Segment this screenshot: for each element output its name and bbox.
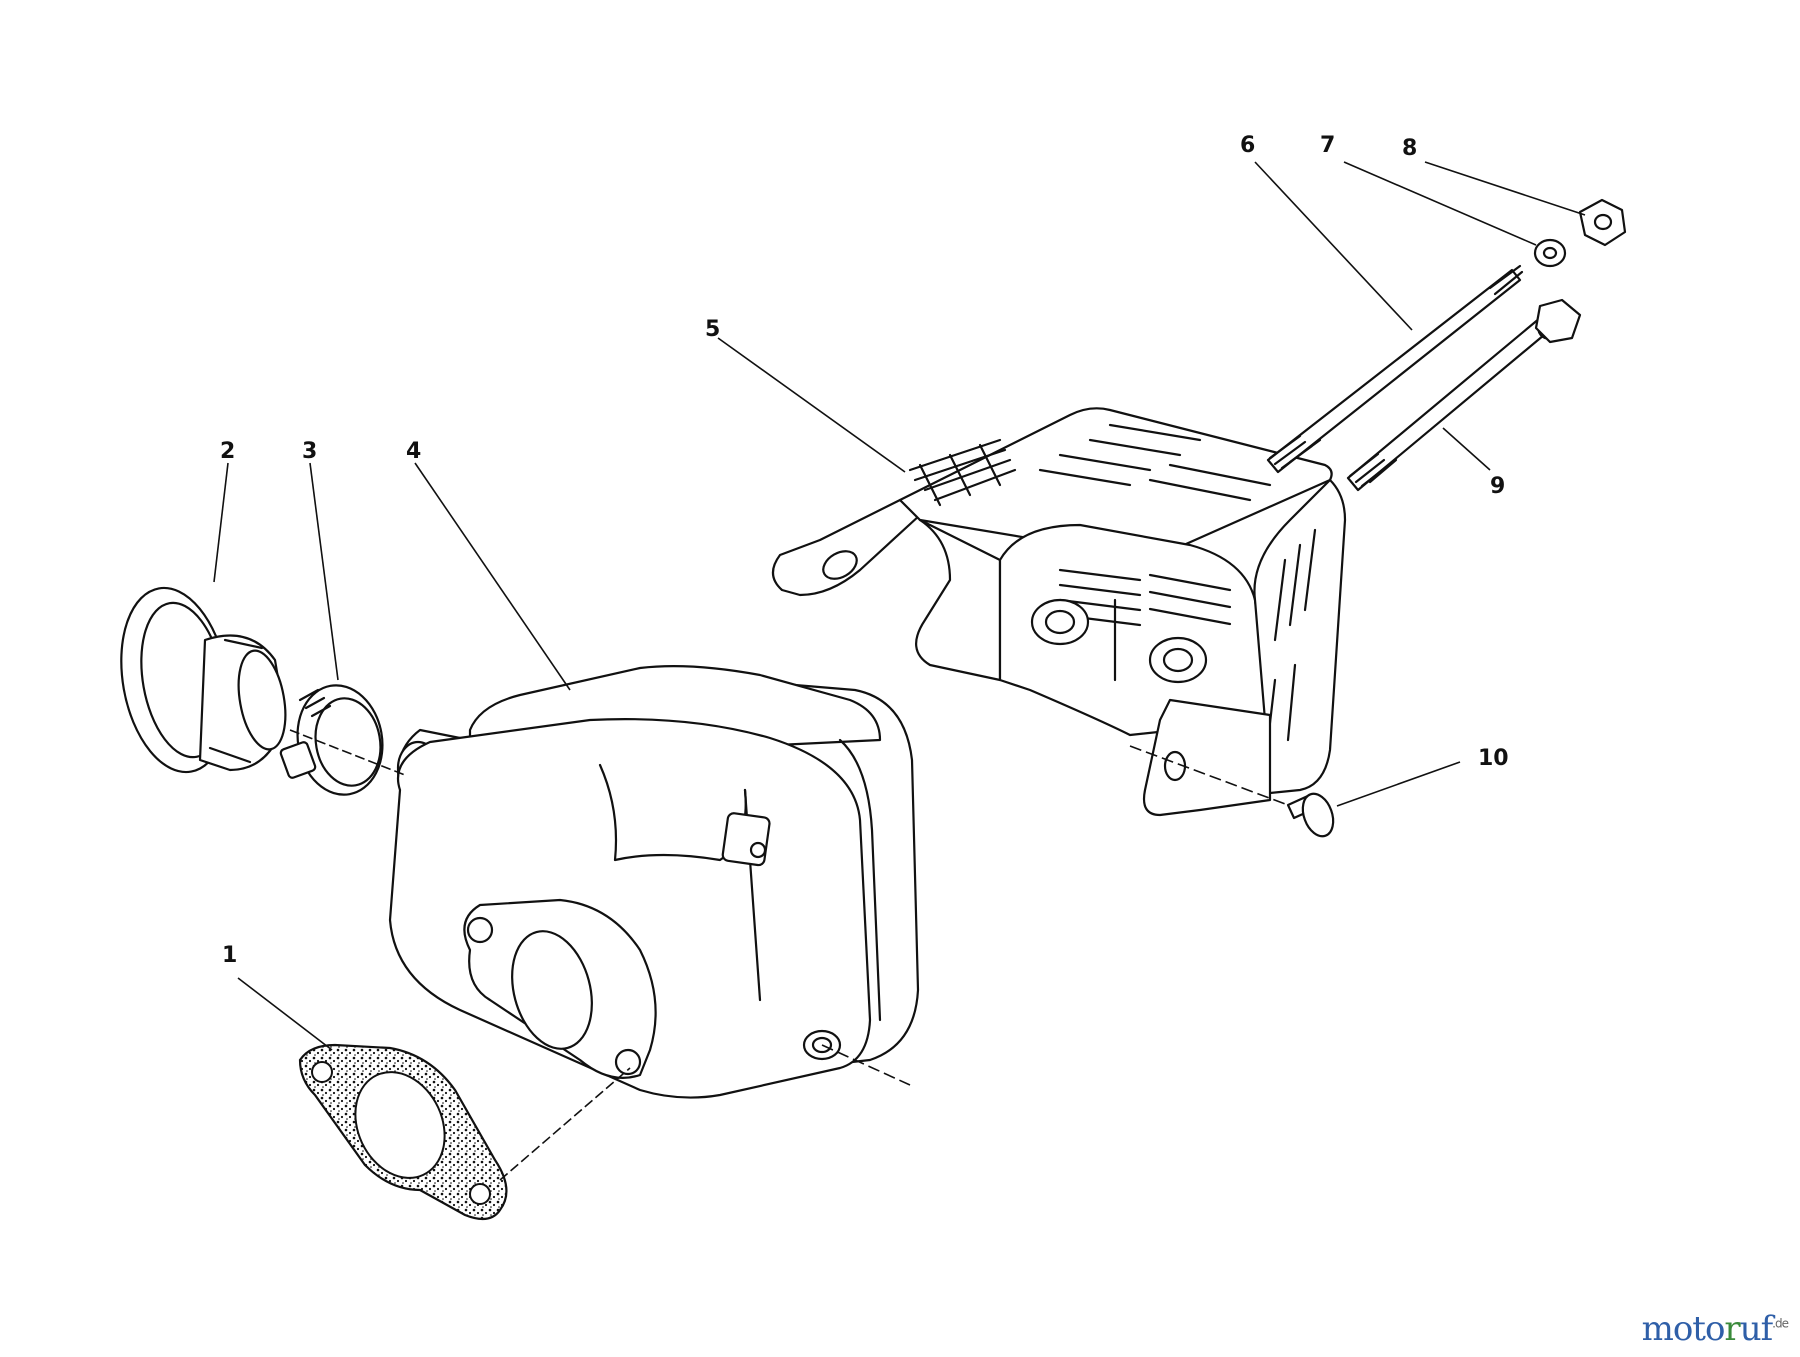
callout-4: 4 bbox=[406, 439, 421, 464]
callout-9: 9 bbox=[1490, 474, 1505, 499]
callout-8: 8 bbox=[1402, 136, 1417, 161]
callout-1: 1 bbox=[222, 943, 237, 968]
callout-10: 10 bbox=[1478, 746, 1509, 771]
muffler bbox=[388, 665, 920, 1099]
callout-5: 5 bbox=[705, 317, 720, 342]
gasket bbox=[298, 1043, 508, 1221]
watermark-logo: motoruf.de bbox=[1641, 1309, 1789, 1349]
callout-7: 7 bbox=[1320, 133, 1335, 158]
callouts: 1 2 3 4 5 6 7 8 9 10 bbox=[220, 133, 1509, 968]
callout-3: 3 bbox=[302, 439, 317, 464]
hose-clamp bbox=[279, 684, 384, 796]
watermark-suffix: .de bbox=[1772, 1316, 1789, 1331]
lock-washer bbox=[1533, 238, 1567, 268]
screw bbox=[1286, 792, 1335, 838]
callout-6: 6 bbox=[1240, 133, 1255, 158]
stud bbox=[1266, 264, 1524, 474]
callout-2: 2 bbox=[220, 439, 235, 464]
leader-lines bbox=[213, 161, 1586, 1181]
hex-nut bbox=[1578, 198, 1627, 247]
deflector bbox=[120, 586, 287, 774]
muffler-shield bbox=[771, 407, 1347, 817]
watermark-text: moto bbox=[1641, 1309, 1726, 1349]
bolt bbox=[1346, 298, 1582, 492]
